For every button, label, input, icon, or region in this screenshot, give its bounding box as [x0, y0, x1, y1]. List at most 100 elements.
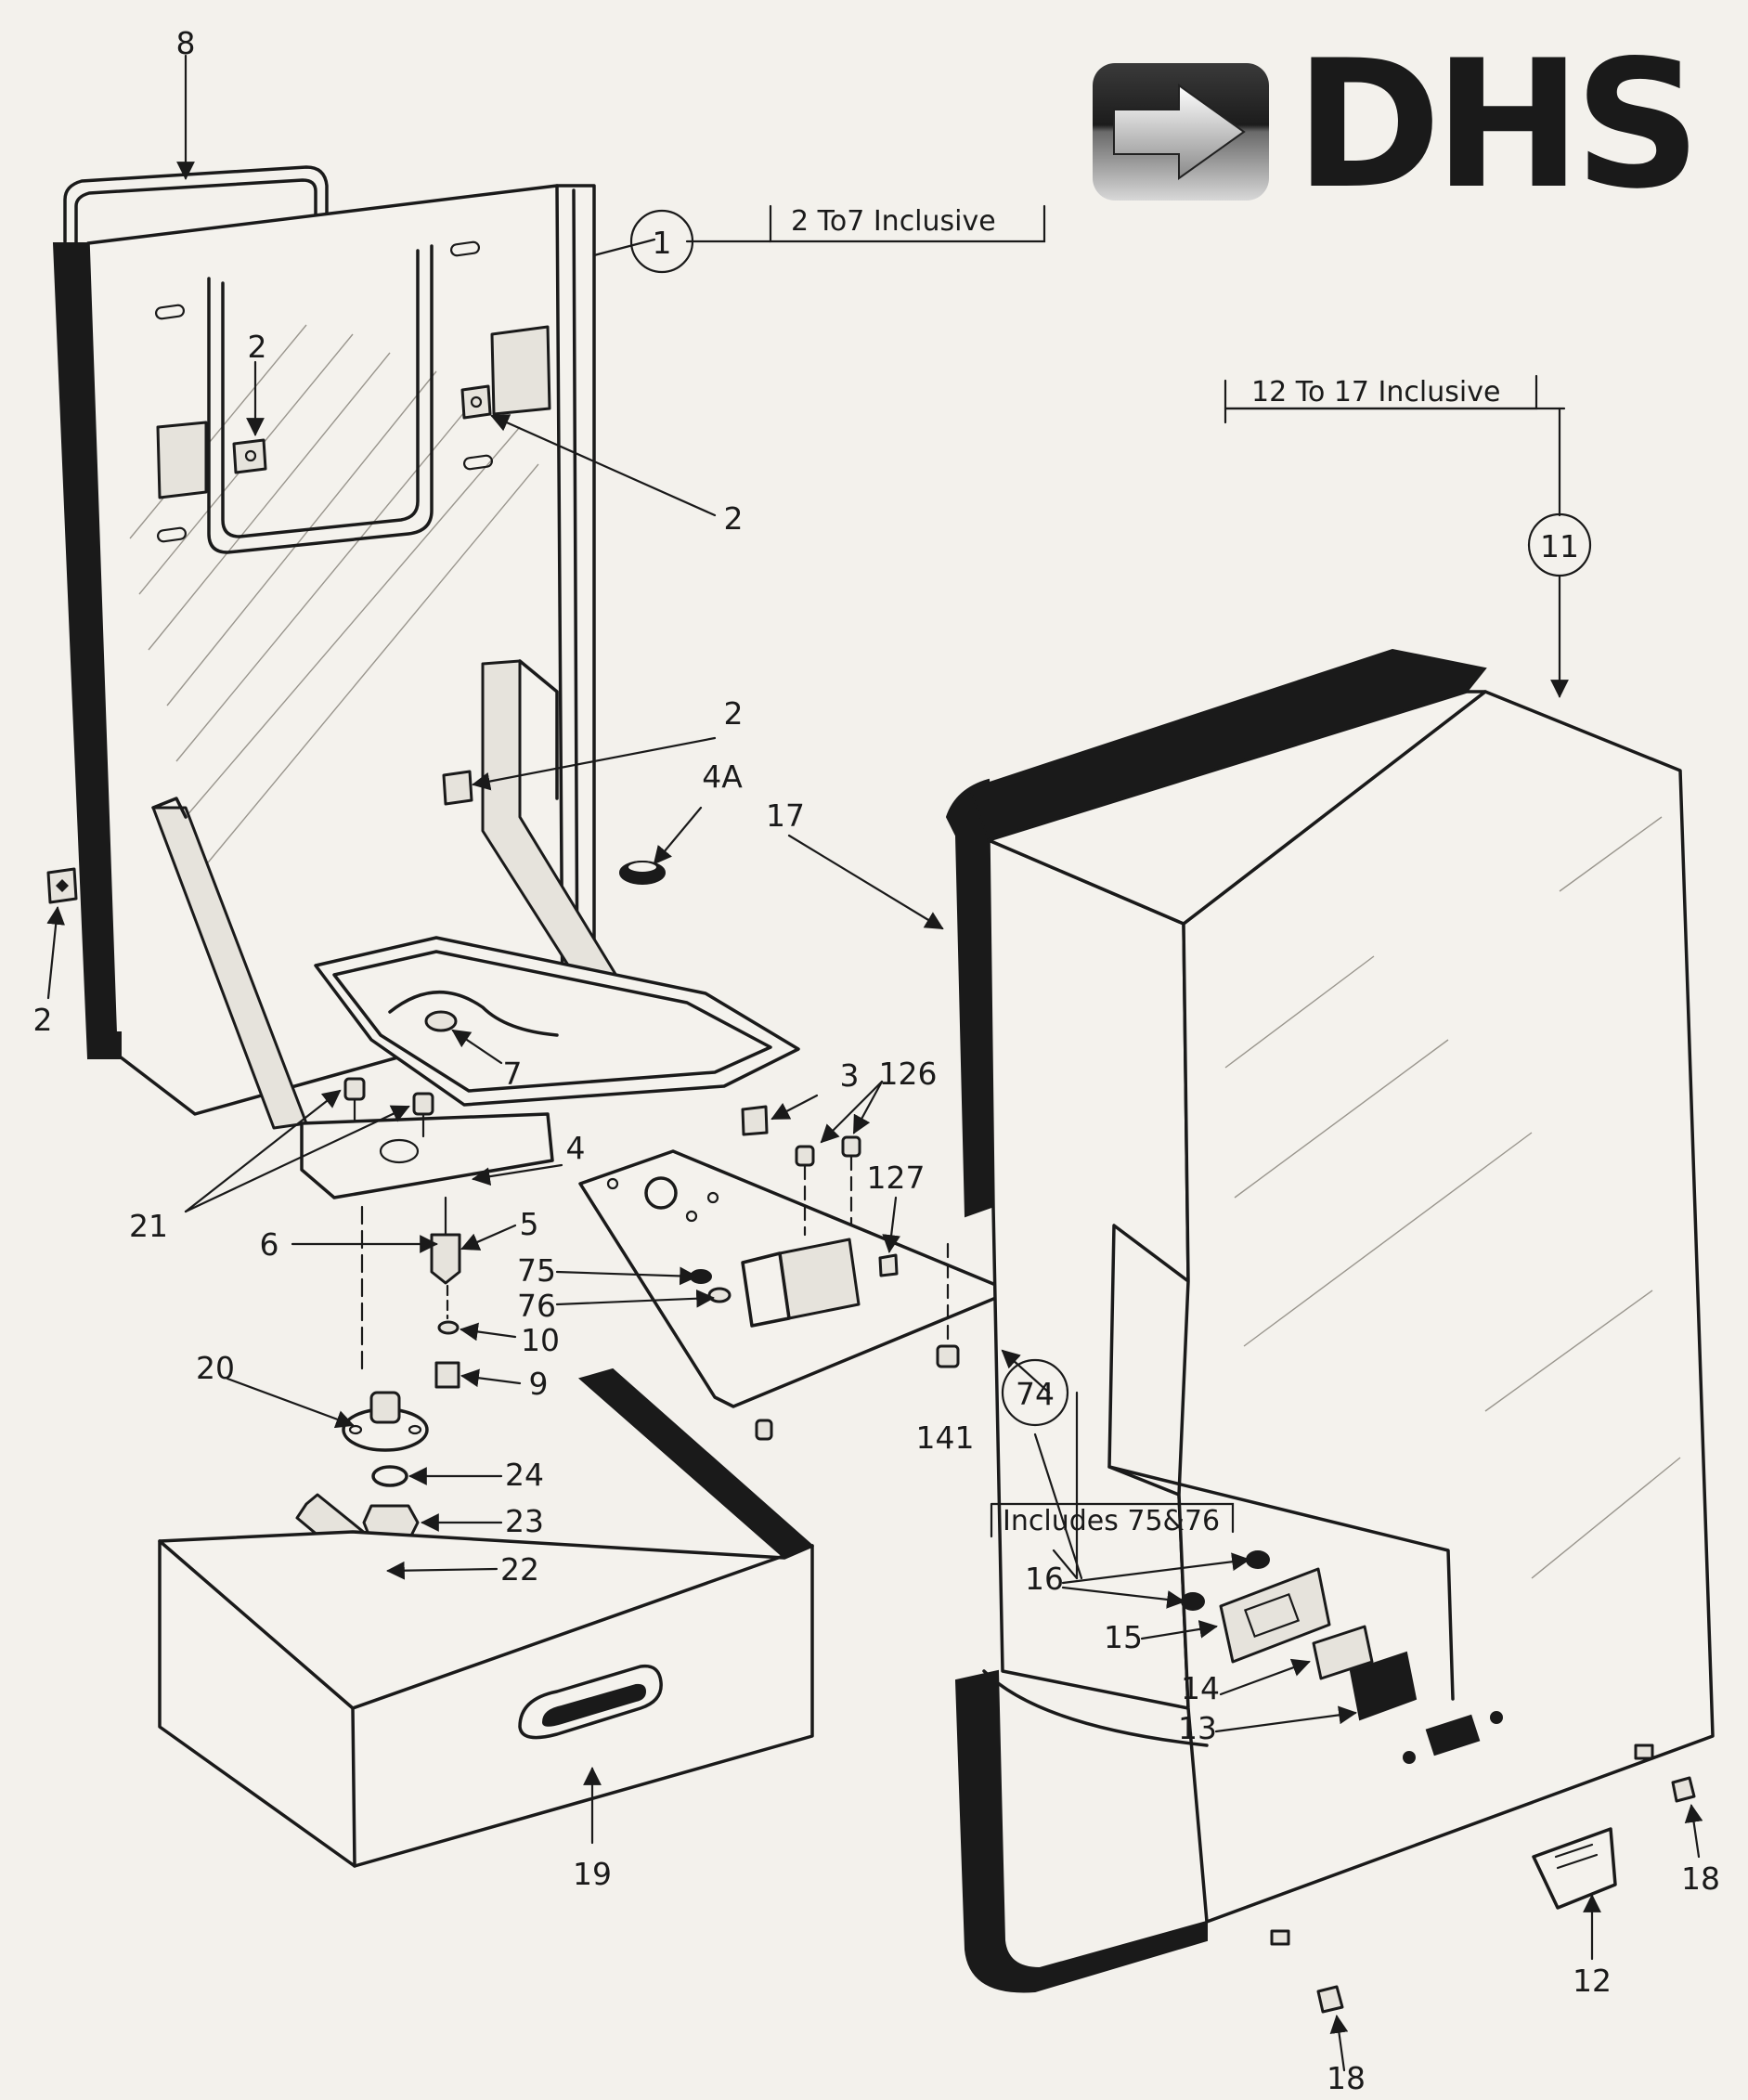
valve-bracket: [778, 1238, 861, 1320]
callout-12to17: 12 To 17 Inclusive: [1224, 374, 1538, 424]
part-label-22: 22: [500, 1551, 539, 1588]
spring-clip-mid: [442, 770, 473, 806]
seal-strip: [945, 778, 995, 1218]
part-label-6: 6: [260, 1226, 279, 1263]
part-label-8: 8: [176, 25, 196, 61]
part-labels: 8 2 2 2 2 4A 17 7 3 126 127 4 21 6 5 75 …: [33, 25, 1721, 2096]
spring-clip-3: [741, 1105, 769, 1136]
spring-clip-right: [460, 384, 492, 420]
part-label-3: 3: [840, 1057, 860, 1094]
part-label-12: 12: [1573, 1963, 1612, 1999]
part-label-24: 24: [505, 1457, 544, 1493]
casing-lower-lip: [982, 1669, 1209, 1747]
part-label-17: 17: [766, 797, 805, 834]
washer-76: [707, 1287, 732, 1303]
window-frame-15: [1219, 1567, 1331, 1664]
part-label-9: 9: [529, 1366, 549, 1402]
part-label-75: 75: [517, 1252, 556, 1289]
window-glass-14: [1312, 1625, 1374, 1680]
part-label-4: 4: [566, 1130, 586, 1166]
nut-16b: [1181, 1592, 1205, 1611]
circled-item-11-text: 11: [1540, 528, 1579, 564]
circled-item-1: 1: [629, 209, 694, 274]
callout-12to17-text: 12 To 17 Inclusive: [1251, 376, 1500, 408]
drawer-back-wall: [577, 1368, 814, 1560]
circled-item-1-text: 1: [653, 225, 672, 261]
screw-18-bottom: [1316, 1985, 1344, 2014]
part-label-13: 13: [1178, 1710, 1217, 1746]
casing-recess: [1107, 1465, 1455, 1701]
screw-18-right: [1671, 1776, 1696, 1803]
part-label-7: 7: [503, 1056, 523, 1092]
casing-vent: [1425, 1714, 1481, 1756]
outer-casing: [945, 648, 1715, 2014]
callout-2to7-text: 2 To7 Inclusive: [791, 205, 996, 238]
panel-foot: [87, 1031, 122, 1059]
window-seal-13: [1349, 1651, 1418, 1721]
casing-top-edge: [968, 648, 1487, 842]
inner-loop-2: [221, 249, 420, 538]
circled-item-11: 11: [1527, 512, 1592, 577]
logo-text: DHS: [1295, 22, 1694, 227]
part-label-76: 76: [517, 1288, 556, 1324]
callout-75and76: Includes 75&76: [990, 1502, 1235, 1538]
part-label-2-mid: 2: [724, 695, 744, 732]
panel-slots: [154, 240, 494, 543]
part-label-18-bottom: 18: [1327, 2060, 1366, 2095]
part-label-5: 5: [520, 1206, 539, 1242]
dhs-logo: DHS: [1093, 22, 1702, 227]
back-panel-assembly: [46, 165, 800, 1389]
casing-foot: [1634, 1744, 1654, 1760]
part-label-10: 10: [521, 1322, 560, 1358]
gas-valve: [430, 1233, 461, 1285]
drawer-handle: [518, 1664, 663, 1740]
inner-loop: [207, 244, 434, 554]
casing-top-face: [987, 690, 1487, 926]
jet: [424, 1010, 458, 1032]
part-label-16: 16: [1025, 1561, 1064, 1597]
casing-side-face: [987, 838, 1190, 1710]
valve-plate-assembly: [578, 1105, 1004, 1441]
left-leg-top: [151, 797, 188, 819]
right-leg-flange: [518, 659, 559, 800]
casing-shading: [1224, 816, 1681, 1579]
o-ring: [371, 1465, 408, 1487]
nut-16a: [1246, 1550, 1270, 1569]
part-label-21: 21: [129, 1208, 168, 1244]
back-panel-rail-2: [572, 188, 579, 1010]
part-label-14: 14: [1181, 1670, 1220, 1706]
drawer-body: [158, 1530, 814, 1868]
screw-141: [936, 1344, 960, 1368]
arrow-right-icon: [1113, 84, 1246, 180]
circled-item-74-text: 74: [1016, 1376, 1055, 1412]
drawer-top-edge: [351, 1544, 814, 1710]
tray-drawer: [158, 1368, 814, 1868]
panel-shading: [129, 324, 539, 874]
screw-126a: [795, 1145, 815, 1167]
circled-item-74: 74: [1001, 1358, 1069, 1427]
screw-21: [343, 1077, 434, 1138]
washer: [437, 1320, 460, 1335]
casing-lower-frame: [954, 1669, 1208, 1993]
part-label-2-left: 2: [33, 1002, 53, 1038]
valve-fittings: [360, 1196, 461, 1389]
burner-base-plate: [300, 1112, 554, 1199]
part-label-127: 127: [867, 1160, 926, 1196]
part-label-19: 19: [573, 1856, 612, 1892]
clip-127: [878, 1253, 899, 1277]
carry-handle-inner: [74, 178, 317, 245]
drawer-handle-slot: [541, 1683, 647, 1727]
part-label-2-right: 2: [724, 500, 744, 537]
part-label-141: 141: [916, 1419, 975, 1456]
back-panel-rail: [555, 184, 564, 1014]
data-plate-12: [1532, 1827, 1617, 1910]
part-label-126: 126: [879, 1056, 938, 1092]
upper-left-bracket: [156, 421, 208, 499]
spring-clip-top: [232, 438, 267, 474]
part-label-23: 23: [505, 1503, 544, 1539]
screw-126b: [841, 1135, 861, 1158]
part-label-20: 20: [196, 1350, 235, 1386]
burner-tray-inner: [332, 950, 772, 1093]
